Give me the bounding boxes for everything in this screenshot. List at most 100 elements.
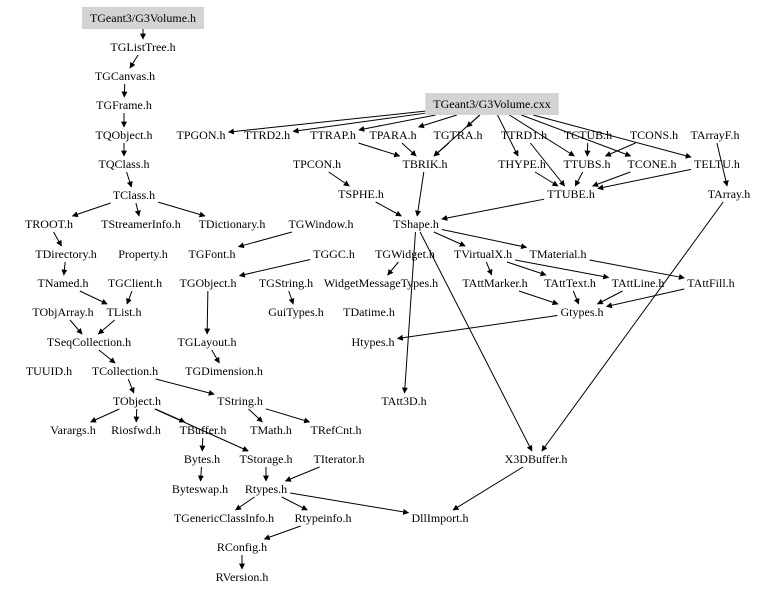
graph-node-tstring[interactable]: TString.h [214, 393, 266, 409]
dependency-edge [515, 259, 610, 280]
graph-node-bytes[interactable]: Bytes.h [181, 451, 223, 467]
graph-node-htypes[interactable]: Htypes.h [349, 334, 398, 350]
graph-node-tlist[interactable]: TList.h [104, 304, 145, 320]
graph-node-tpara[interactable]: TPARA.h [366, 127, 419, 143]
graph-node-tuuid[interactable]: TUUID.h [23, 363, 75, 379]
node-label: RConfig.h [217, 540, 267, 554]
graph-node-tglisttree[interactable]: TGListTree.h [107, 39, 178, 55]
graph-node-ttrd1[interactable]: TTRD1.h [498, 127, 550, 143]
nodes-layer: TGeant3/G3Volume.hTGeant3/G3Volume.cxxTG… [22, 7, 754, 585]
graph-node-tcone[interactable]: TCONE.h [625, 156, 680, 172]
graph-node-tpcon[interactable]: TPCON.h [290, 156, 344, 172]
graph-node-tdatime[interactable]: TDatime.h [340, 304, 398, 320]
dependency-edge [441, 228, 528, 250]
graph-node-property[interactable]: Property.h [115, 246, 171, 262]
graph-node-tgstring[interactable]: TGString.h [256, 275, 316, 291]
graph-node-gtypes[interactable]: Gtypes.h [558, 304, 607, 320]
graph-node-ttubs[interactable]: TTUBS.h [560, 156, 613, 172]
dependency-edge [592, 171, 631, 187]
graph-node-tshape[interactable]: TShape.h [390, 216, 442, 232]
graph-node-tarrayf[interactable]: TArrayF.h [687, 127, 742, 143]
graph-node-tbuffer[interactable]: TBuffer.h [177, 422, 230, 438]
graph-node-tgfont[interactable]: TGFont.h [185, 246, 238, 262]
graph-node-tstreamerinfo[interactable]: TStreamerInfo.h [98, 216, 184, 232]
dependency-edge [433, 231, 466, 247]
graph-node-tctub[interactable]: TCTUB.h [561, 127, 615, 143]
graph-node-tatttext[interactable]: TAttText.h [541, 275, 599, 291]
graph-node-tgframe[interactable]: TGFrame.h [93, 97, 155, 113]
graph-node-tggc[interactable]: TGGC.h [310, 246, 358, 262]
graph-node-titerator[interactable]: TIterator.h [311, 451, 368, 467]
graph-node-tseqcollection[interactable]: TSeqCollection.h [44, 334, 134, 350]
graph-node-tstorage[interactable]: TStorage.h [237, 451, 296, 467]
graph-node-tgenericclassinfo[interactable]: TGenericClassInfo.h [171, 510, 277, 526]
node-label: TShape.h [393, 217, 439, 231]
graph-node-g3volume-h[interactable]: TGeant3/G3Volume.h [81, 7, 205, 29]
graph-node-tqclass[interactable]: TQClass.h [96, 156, 153, 172]
node-label: TQObject.h [96, 128, 153, 142]
graph-node-tobjarray[interactable]: TObjArray.h [29, 304, 96, 320]
graph-node-tgwindow[interactable]: TGWindow.h [285, 216, 356, 232]
graph-node-thype[interactable]: THYPE.h [495, 156, 549, 172]
graph-node-tgwidget[interactable]: TGWidget.h [372, 246, 438, 262]
graph-node-tcons[interactable]: TCONS.h [627, 127, 681, 143]
graph-node-tattfill[interactable]: TAttFill.h [684, 275, 737, 291]
node-label: TVirtualX.h [454, 247, 512, 261]
graph-node-tqobject[interactable]: TQObject.h [93, 127, 156, 143]
graph-node-tobject[interactable]: TObject.h [110, 393, 164, 409]
graph-node-x3dbuffer[interactable]: X3DBuffer.h [502, 451, 571, 467]
graph-node-tdictionary[interactable]: TDictionary.h [196, 216, 269, 232]
graph-node-ttube[interactable]: TTUBE.h [544, 186, 598, 202]
graph-node-ttrap[interactable]: TTRAP.h [307, 127, 359, 143]
node-label: TGFont.h [188, 247, 235, 261]
graph-node-g3volume-cxx[interactable]: TGeant3/G3Volume.cxx [425, 93, 559, 115]
graph-node-varargs[interactable]: Varargs.h [47, 422, 98, 438]
graph-node-dllimport[interactable]: DllImport.h [409, 510, 472, 526]
node-label: WidgetMessageTypes.h [324, 276, 438, 290]
graph-node-guitypes[interactable]: GuiTypes.h [265, 304, 327, 320]
node-label: TGString.h [259, 276, 313, 290]
graph-node-ttrd2[interactable]: TTRD2.h [241, 127, 293, 143]
graph-node-teltu[interactable]: TELTU.h [691, 156, 743, 172]
graph-node-tgdimension[interactable]: TGDimension.h [182, 363, 266, 379]
dependency-edge [158, 201, 206, 218]
graph-node-tgclient[interactable]: TGClient.h [105, 275, 165, 291]
graph-node-tvirtualx[interactable]: TVirtualX.h [451, 246, 515, 262]
node-label: TGWidget.h [375, 247, 435, 261]
graph-node-tnamed[interactable]: TNamed.h [35, 275, 92, 291]
graph-node-tbrik[interactable]: TBRIK.h [400, 156, 451, 172]
dependency-edge [441, 198, 545, 221]
node-label: TTRD1.h [501, 128, 547, 142]
dependency-edge [541, 201, 724, 452]
graph-node-widgetmessagetypes[interactable]: WidgetMessageTypes.h [321, 275, 441, 291]
graph-node-tgobject[interactable]: TGObject.h [177, 275, 240, 291]
graph-node-tcollection[interactable]: TCollection.h [89, 363, 161, 379]
graph-node-byteswap[interactable]: Byteswap.h [169, 481, 231, 497]
graph-node-tattline[interactable]: TAttLine.h [609, 275, 668, 291]
graph-node-tmaterial[interactable]: TMaterial.h [527, 246, 590, 262]
graph-node-tglayout[interactable]: TGLayout.h [175, 334, 240, 350]
graph-node-tattmarker[interactable]: TAttMarker.h [459, 275, 530, 291]
graph-node-tarray[interactable]: TArray.h [705, 186, 754, 202]
graph-node-tgtra[interactable]: TGTRA.h [431, 127, 486, 143]
node-label: Htypes.h [352, 335, 395, 349]
graph-node-troot[interactable]: TROOT.h [22, 216, 76, 232]
graph-node-trefcnt[interactable]: TRefCnt.h [308, 422, 365, 438]
graph-node-tclass[interactable]: TClass.h [110, 187, 158, 203]
graph-node-tmath[interactable]: TMath.h [247, 422, 295, 438]
dependency-edge [417, 114, 458, 129]
graph-node-tsphe[interactable]: TSPHE.h [335, 186, 387, 202]
graph-node-rversion[interactable]: RVersion.h [213, 569, 272, 585]
graph-node-tpgon[interactable]: TPGON.h [173, 127, 228, 143]
node-label: Gtypes.h [561, 305, 604, 319]
graph-node-tatt3d[interactable]: TAtt3D.h [378, 393, 429, 409]
graph-node-riosfwd[interactable]: Riosfwd.h [108, 422, 164, 438]
graph-node-tgcanvas[interactable]: TGCanvas.h [92, 68, 158, 84]
graph-node-rtypes[interactable]: Rtypes.h [242, 481, 290, 497]
graph-node-tdirectory[interactable]: TDirectory.h [32, 246, 100, 262]
node-label: TList.h [107, 305, 142, 319]
graph-node-rtypeinfo[interactable]: Rtypeinfo.h [292, 510, 355, 526]
edges-layer [53, 28, 729, 570]
graph-node-rconfig[interactable]: RConfig.h [214, 539, 270, 555]
dependency-edge [485, 261, 493, 276]
